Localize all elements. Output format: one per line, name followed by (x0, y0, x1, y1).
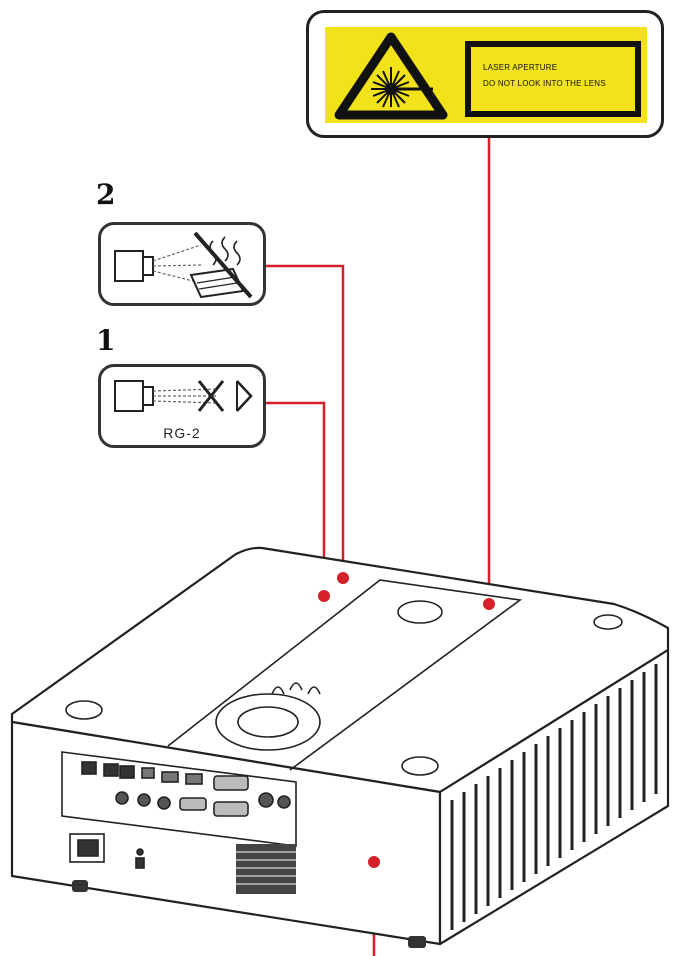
laser-label-background: LASER APERTURE DO NOT LOOK INTO THE LENS (325, 27, 647, 123)
projector-top (10, 546, 670, 794)
no-heat-objects-in-beam-icon (114, 231, 253, 299)
laser-label-line-1: LASER APERTURE (483, 63, 558, 72)
rg-class-label: RG-2 (163, 425, 201, 441)
step-number-2: 2 (96, 178, 116, 211)
laser-label-line-2: DO NOT LOOK INTO THE LENS (483, 79, 606, 88)
laser-aperture-text-panel: LASER APERTURE DO NOT LOOK INTO THE LENS (465, 41, 641, 117)
side-vents (450, 664, 658, 930)
warning-icon-box-2 (98, 222, 266, 306)
lens-opening (397, 600, 443, 624)
foot-pad-2 (401, 756, 439, 776)
step-number-1: 1 (96, 324, 116, 357)
projector-side-face (438, 648, 670, 946)
laser-aperture-label: LASER APERTURE DO NOT LOOK INTO THE LENS (306, 10, 664, 138)
foot-pad-3 (593, 614, 623, 630)
warning-icon-box-1: RG-2 (98, 364, 266, 448)
leader-line-warning-2 (266, 264, 345, 578)
control-panel (215, 693, 321, 751)
do-not-stare-into-beam-icon (114, 380, 253, 412)
leader-line-warning-1 (266, 401, 326, 596)
laser-warning-triangle-icon (334, 32, 448, 120)
foot-pad-1 (65, 700, 103, 720)
